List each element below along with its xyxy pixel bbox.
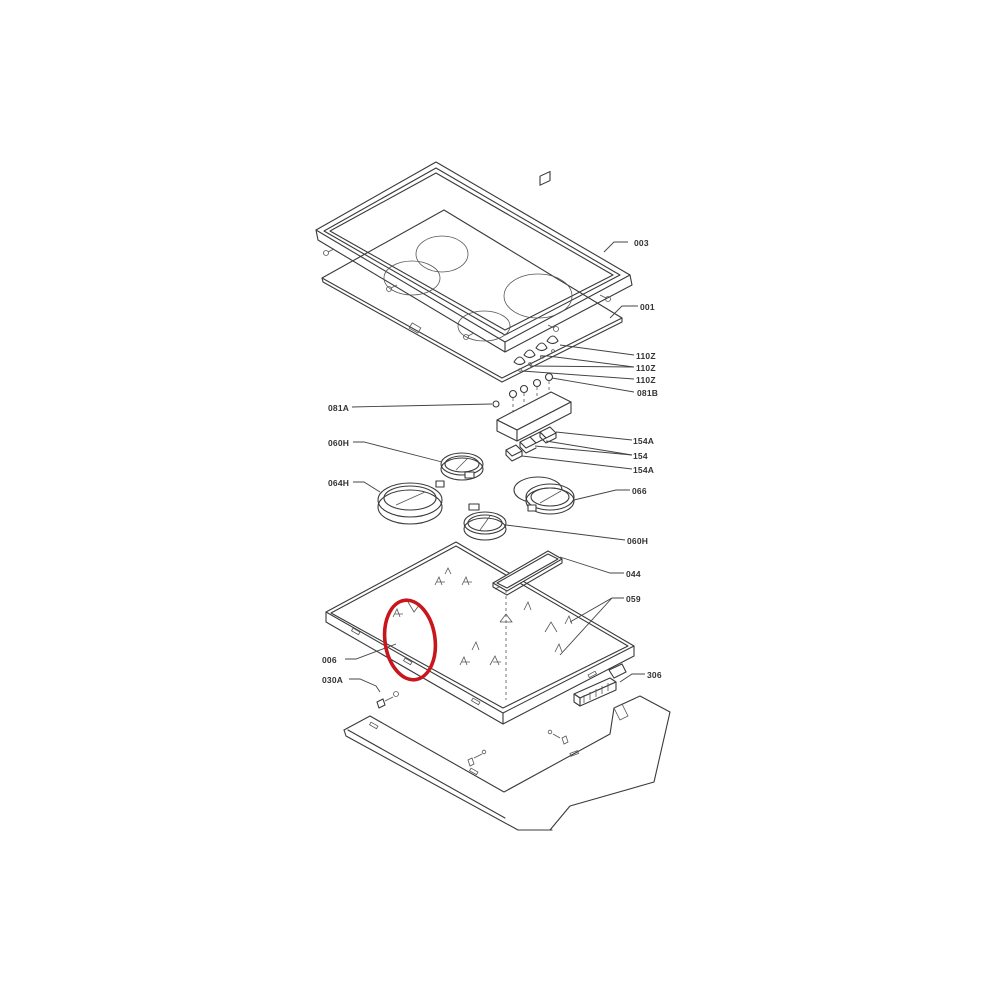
part-003-frame [315,161,633,353]
label-001: 001 [640,302,655,312]
label-154a-2: 154A [633,465,655,475]
label-060h-1: 060H [328,438,350,448]
part-030a-clip [376,691,399,709]
part-control-box [492,372,572,442]
label-059: 059 [626,594,641,604]
label-110z-1: 110Z [636,351,656,361]
label-060h-2: 060H [627,536,649,546]
label-154a-1: 154A [633,436,655,446]
part-006-tray [325,541,635,725]
part-064h-ring [377,480,445,525]
label-003: 003 [634,238,649,248]
part-worktop-template [343,695,671,831]
label-110z-2: 110Z [636,363,656,373]
label-306: 306 [647,670,662,680]
part-044-strip [492,550,563,596]
label-044: 044 [626,569,641,579]
label-081b: 081B [637,388,659,398]
part-110z-knobs [513,335,559,372]
leader-lines [345,241,645,693]
label-110z-3: 110Z [636,375,656,385]
part-306-terminal [573,663,627,707]
label-006: 006 [322,655,337,665]
part-154-switches [505,170,557,462]
label-154: 154 [633,451,648,461]
part-001-glass [321,209,623,383]
part-060h-ring-1 [440,452,484,481]
part-060h-ring-2 [463,503,507,541]
highlight-circle [382,598,438,682]
part-066-dual-ring [513,476,575,515]
label-066: 066 [632,486,647,496]
label-064h: 064H [328,478,350,488]
label-030a: 030A [322,675,344,685]
label-081a: 081A [328,403,350,413]
